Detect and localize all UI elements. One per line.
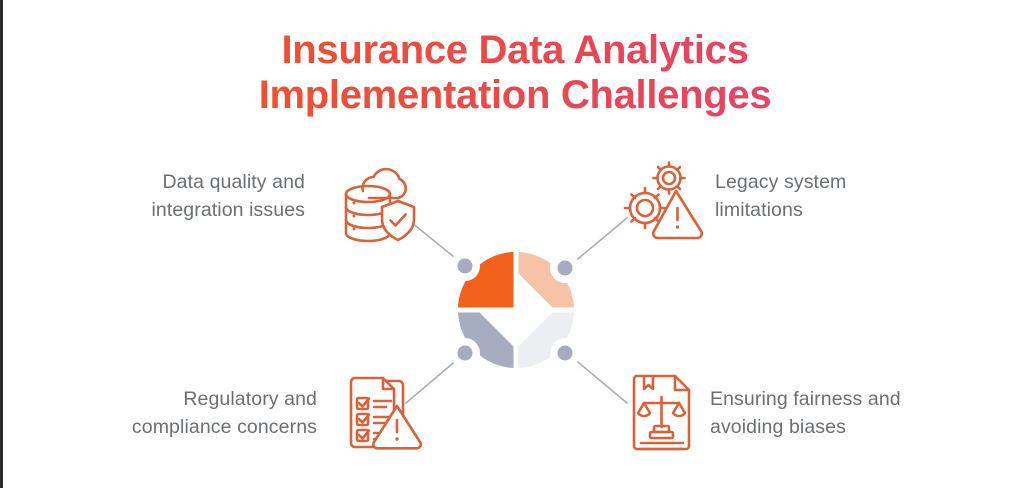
checklist-warning-icon [341,372,425,461]
segment-top-left-fill [458,252,516,310]
hub-svg [405,217,628,404]
db-dot-3 [352,227,356,231]
label-regulatory-line-2: compliance concerns [131,416,317,439]
ring-segments [458,252,574,368]
label-fairness-line-1: Ensuring fairness and [710,388,901,410]
segment-bottom-right [516,310,574,368]
scale-pan-right [671,401,687,418]
doc-text-lines [639,441,685,451]
warning-dot [675,225,680,229]
label-fairness-line-2: avoiding biases [710,416,846,439]
cloud-database-shield-icon [335,158,421,249]
checklist-warning-glyph [349,376,422,450]
gear-upper [652,161,686,195]
label-data-quality-line-1: Data quality and [162,171,305,193]
warning-dot [395,437,399,441]
balance-scales [636,395,687,440]
label-legacy-system-line-2: limitations [715,199,803,222]
shield-check [389,213,407,227]
node-bottom-left[interactable] [450,338,480,368]
db-dot-2 [352,214,356,218]
label-data-quality-line-2: integration issues [151,199,305,222]
segment-bottom-left [458,310,516,368]
node-top-right[interactable] [550,253,580,283]
gap-horizontal [451,307,581,313]
gears-warning-glyph [623,161,704,240]
hub-nodes [450,251,580,368]
scale-pan-left [636,401,652,418]
label-data-quality: Data quality and integration issues [151,168,305,225]
legal-scales-document-glyph [632,374,691,451]
bookmark-ribbon [642,374,655,391]
cloud-database-shield-glyph [344,167,416,243]
node-bottom-right[interactable] [550,338,580,368]
db-top [344,184,392,204]
node-top-left[interactable] [450,251,480,281]
page-title-line-2: Implementation Challenges [3,73,1024,118]
gears-warning-icon [619,157,707,250]
gear-lower [623,186,667,230]
legal-scales-document-icon [623,370,703,459]
label-regulatory: Regulatory and compliance concerns [132,385,317,442]
shield-shape [380,199,416,242]
cloud-shape [361,167,407,200]
label-legacy-system-line-1: Legacy system [715,171,847,193]
central-hub-diagram [401,205,631,420]
doc-fold [381,376,396,391]
db-dot-1 [352,201,356,205]
page-title-line-1: Insurance Data Analytics [3,28,1024,73]
segment-gaps [451,245,581,375]
scale-base-bottom [648,430,675,440]
label-regulatory-line-1: Regulatory and [183,388,317,410]
page-title: Insurance Data Analytics Implementation … [3,28,1024,118]
doc-fold [673,374,691,392]
label-fairness: Ensuring fairness and avoiding biases [710,385,901,442]
segment-top-right [516,252,574,310]
label-legacy-system: Legacy system limitations [715,168,846,225]
